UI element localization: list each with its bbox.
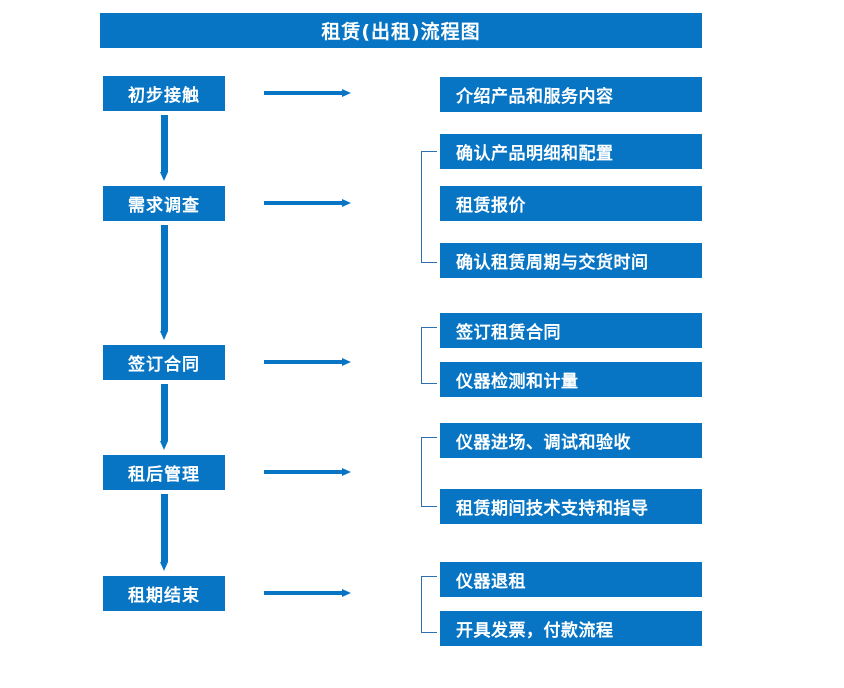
detail-box[interactable]: 确认租赁周期与交货时间: [440, 243, 702, 278]
arrow-stem: [264, 201, 342, 205]
arrow-stem: [161, 494, 168, 562]
arrow-down-icon: [160, 384, 169, 450]
arrow-down-icon: [160, 115, 169, 181]
arrow-head: [160, 441, 168, 450]
stage-box[interactable]: 需求调查: [103, 186, 225, 221]
arrow-head: [160, 562, 168, 571]
arrow-head: [342, 199, 351, 207]
detail-box[interactable]: 签订租赁合同: [440, 313, 702, 348]
arrow-head: [342, 589, 351, 597]
detail-box[interactable]: 仪器退租: [440, 562, 702, 597]
arrow-down-icon: [160, 494, 169, 571]
group-bracket: [421, 327, 437, 384]
arrow-head: [342, 468, 351, 476]
arrow-stem: [264, 91, 342, 95]
stage-box[interactable]: 租期结束: [103, 576, 225, 611]
arrow-down-icon: [160, 225, 169, 340]
arrow-stem: [161, 384, 168, 441]
detail-box[interactable]: 仪器进场、调试和验收: [440, 423, 702, 458]
arrow-head: [160, 172, 168, 181]
stage-box[interactable]: 签订合同: [103, 345, 225, 380]
detail-box[interactable]: 租赁期间技术支持和指导: [440, 489, 702, 524]
group-bracket: [421, 437, 437, 507]
group-bracket: [421, 151, 437, 263]
arrow-stem: [161, 115, 168, 172]
page-title: 租赁(出租)流程图: [100, 13, 702, 48]
detail-box[interactable]: 介绍产品和服务内容: [440, 77, 702, 112]
arrow-stem: [264, 470, 342, 474]
detail-box[interactable]: 确认产品明细和配置: [440, 134, 702, 169]
group-bracket: [421, 576, 437, 633]
arrow-head: [160, 331, 168, 340]
detail-box[interactable]: 仪器检测和计量: [440, 362, 702, 397]
arrow-stem: [264, 360, 342, 364]
arrow-stem: [264, 591, 342, 595]
detail-box[interactable]: 租赁报价: [440, 186, 702, 221]
arrow-head: [342, 358, 351, 366]
arrow-stem: [161, 225, 168, 331]
arrow-head: [342, 89, 351, 97]
stage-box[interactable]: 租后管理: [103, 455, 225, 490]
stage-box[interactable]: 初步接触: [103, 76, 225, 111]
detail-box[interactable]: 开具发票，付款流程: [440, 611, 702, 646]
